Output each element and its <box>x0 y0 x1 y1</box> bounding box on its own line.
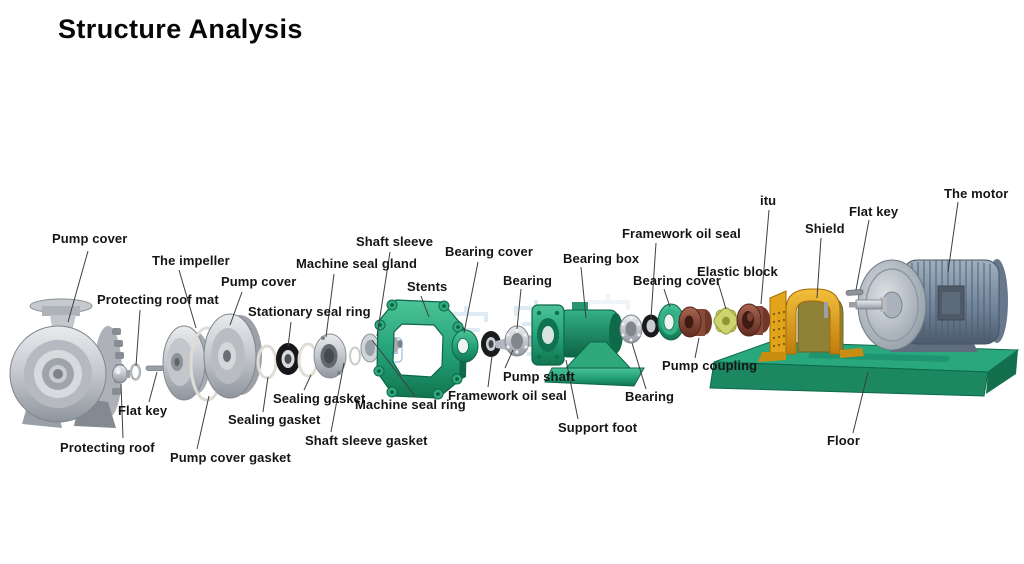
framework-oil-seal-front-part <box>481 331 501 357</box>
label-sealing-gasket-right: Sealing gasket <box>273 391 366 406</box>
machine-seal-gland-part <box>313 333 347 379</box>
shaft-sleeve-gasket-part <box>349 346 361 366</box>
label-stents: Stents <box>407 279 448 294</box>
pump-coupling-front-part <box>678 306 712 338</box>
leader-lines <box>67 201 959 450</box>
label-bearing-rear: Bearing <box>625 389 675 404</box>
label-pump-cover-right: Pump cover <box>221 274 297 289</box>
label-itu: itu <box>760 193 777 208</box>
protecting-roof-mat-part <box>129 363 142 381</box>
label-flat-key-pump: Flat key <box>118 403 168 418</box>
label-shield: Shield <box>805 221 845 236</box>
bearing-front-part <box>504 325 530 357</box>
shield-part <box>758 288 864 362</box>
label-pump-shaft: Pump shaft <box>503 369 575 384</box>
elastic-block-part <box>713 307 739 335</box>
pump-casing-part <box>9 298 124 428</box>
label-the-motor: The motor <box>944 186 1009 201</box>
page-title: Structure Analysis <box>58 14 303 44</box>
label-flat-key-motor: Flat key <box>849 204 899 219</box>
label-framework-oil-seal-bottom: Framework oil seal <box>448 388 567 403</box>
pump-coupling-rear-part <box>736 303 770 337</box>
stationary-seal-ring-part <box>276 343 300 375</box>
label-pump-cover-gasket: Pump cover gasket <box>170 450 291 465</box>
bearing-cover-front-part <box>451 329 479 363</box>
label-bearing-cover-rear: Bearing cover <box>633 273 722 288</box>
label-the-impeller: The impeller <box>152 253 230 268</box>
framework-oil-seal-rear-part <box>642 314 660 338</box>
label-bearing-box: Bearing box <box>563 251 640 266</box>
label-sealing-gasket-left: Sealing gasket <box>228 412 321 427</box>
label-machine-seal-ring: Machine seal ring <box>355 397 466 412</box>
motor-part <box>849 259 1008 352</box>
label-framework-oil-seal-top: Framework oil seal <box>622 226 741 241</box>
label-protecting-roof-mat: Protecting roof mat <box>97 292 219 307</box>
label-protecting-roof: Protecting roof <box>60 440 155 455</box>
label-support-foot: Support foot <box>558 420 638 435</box>
sealing-gasket-left-part <box>256 344 278 380</box>
label-pump-coupling: Pump coupling <box>662 358 758 373</box>
label-elastic-block: Elastic block <box>697 264 778 279</box>
label-pump-cover-left: Pump cover <box>52 231 128 246</box>
label-bearing-cover-front: Bearing cover <box>445 244 534 259</box>
label-machine-seal-gland: Machine seal gland <box>296 256 418 271</box>
flat-key-pump-part <box>145 365 165 371</box>
label-stationary-seal-ring: Stationary seal ring <box>248 304 371 319</box>
pump-cover-part <box>203 313 262 399</box>
impeller-part <box>162 325 210 401</box>
bearing-rear-part <box>619 314 643 344</box>
flat-key-motor-part <box>845 289 864 296</box>
label-floor: Floor <box>827 433 860 448</box>
label-bearing-front: Bearing <box>503 273 553 288</box>
protecting-roof-part <box>112 364 130 384</box>
label-shaft-sleeve-gasket: Shaft sleeve gasket <box>305 433 428 448</box>
support-foot-part <box>544 341 645 387</box>
label-shaft-sleeve: Shaft sleeve <box>356 234 434 249</box>
